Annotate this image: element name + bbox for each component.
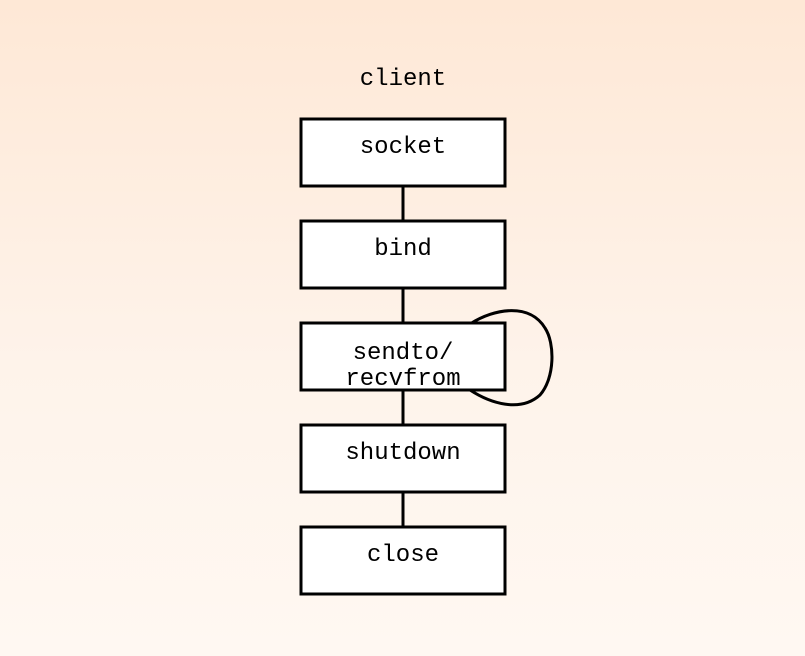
node-close: close	[299, 525, 507, 596]
node-box-close	[299, 525, 507, 596]
node-label-shutdown: shutdown	[345, 440, 460, 467]
node-label-bind: bind	[374, 236, 432, 263]
node-label-sendto-recvfrom: recvfrom	[345, 366, 460, 393]
node-socket: socket	[299, 117, 507, 188]
node-box-socket	[299, 117, 507, 188]
node-label-socket: socket	[360, 134, 446, 161]
node-label-sendto-recvfrom: sendto/	[353, 340, 454, 367]
diagram-title: client	[360, 66, 446, 93]
nodes-layer: socket bind sendto/recvfrom shutdown close	[299, 117, 507, 596]
edge-loop-sendto-recvfrom	[469, 309, 554, 407]
node-shutdown: shutdown	[299, 423, 507, 494]
edges-layer	[401, 186, 554, 527]
node-sendto-recvfrom: sendto/recvfrom	[299, 321, 507, 393]
node-label-close: close	[367, 542, 439, 569]
node-box-sendto-recvfrom	[299, 321, 507, 392]
node-bind: bind	[299, 219, 507, 290]
node-box-bind	[299, 219, 507, 290]
node-box-shutdown	[299, 423, 507, 494]
